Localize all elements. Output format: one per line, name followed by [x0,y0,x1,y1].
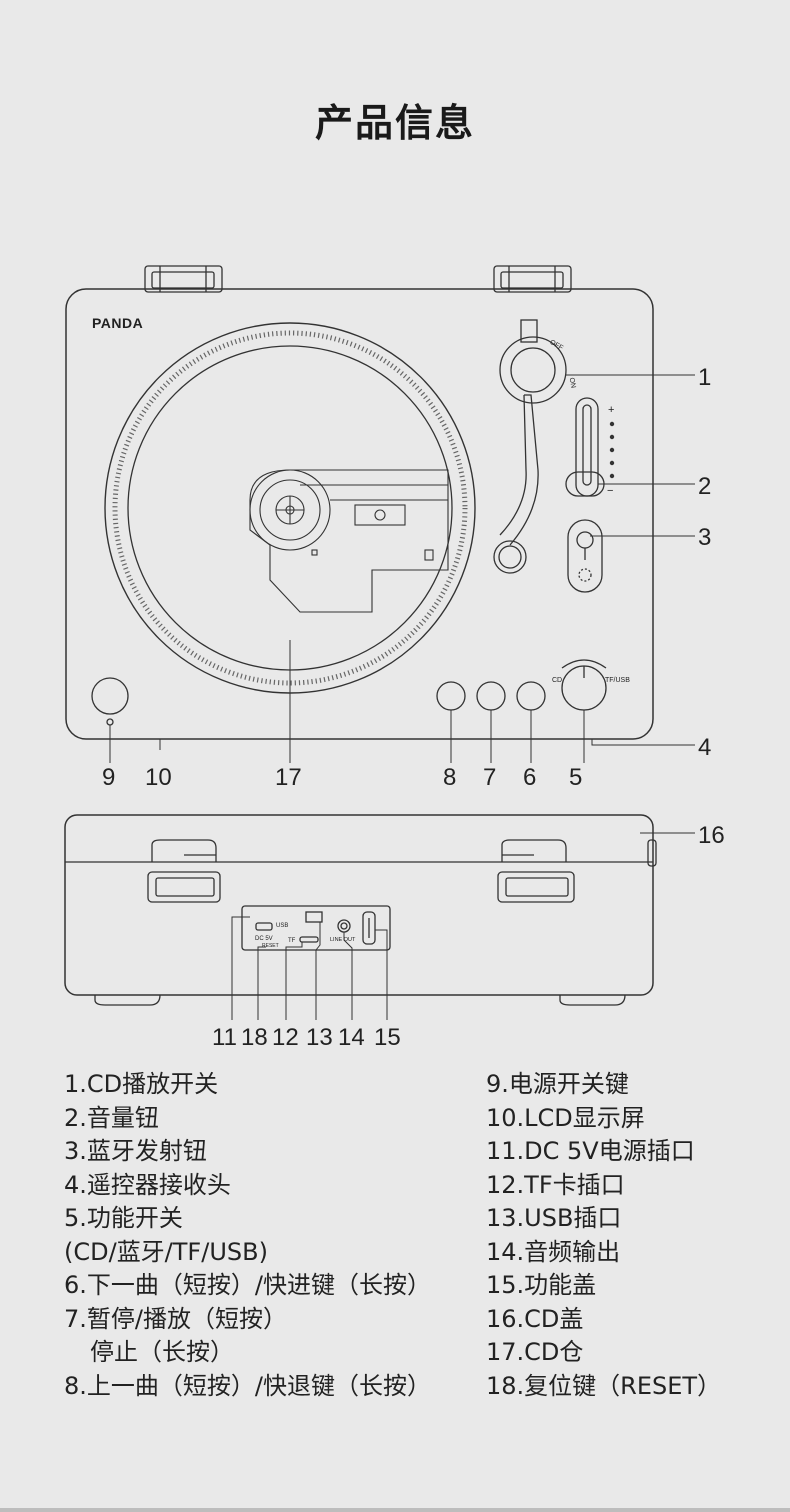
legend-item: 17.CD仓 [486,1338,584,1366]
device-body-side [64,814,654,996]
callout-5: 5 [569,764,582,791]
callout-6: 6 [523,764,536,791]
callout-18: 18 [241,1024,268,1051]
side-hinge-left [147,839,221,903]
callout-3: 3 [698,524,711,551]
callout-2: 2 [698,473,711,500]
mode-cd-label: CD [552,677,562,684]
legend-item: 11.DC 5V电源插口 [486,1137,695,1165]
legend-item: (CD/蓝牙/TF/USB) [64,1237,268,1266]
device-body-top [65,288,654,740]
callout-17: 17 [275,764,302,791]
brand-logo: PANDA [92,315,143,331]
legend-item: 3.蓝牙发射钮 [64,1137,207,1165]
callout-9: 9 [102,764,115,791]
legend-item: 6.下一曲（短按）/快进键（长按） [64,1271,431,1299]
rear-reset-label: RESET [262,943,279,949]
legend-item: 12.TF卡插口 [486,1170,625,1199]
volume-slider [565,397,605,497]
mode-tfusb-label: TF/USB [605,677,630,684]
legend-item: 9.电源开关键 [486,1070,629,1098]
tonearm-on-label: ON [568,377,577,389]
callout-7: 7 [483,764,496,791]
rear-tf-label: TF [288,938,296,944]
hinge-left [144,265,223,293]
legend-item: 13.USB插口 [486,1204,622,1232]
leader-lines [109,374,695,1020]
legend-item: 10.LCD显示屏 [486,1103,645,1132]
mode-knob [561,659,607,711]
rear-usb-label: USB [276,923,288,929]
product-diagram: PANDA OFF ON + − CD TF/USB DC 5V RESET U… [64,265,725,1051]
power-button [91,677,129,715]
legend-item: 4.遥控器接收头 [64,1170,231,1199]
legend-item: 7.暂停/播放（短按） [64,1304,287,1333]
legend-item: 停止（长按） [90,1338,234,1366]
legend-item: 1.CD播放开关 [64,1070,219,1098]
callout-12: 12 [272,1024,299,1051]
callout-10: 10 [145,764,172,791]
page-title: 产品信息 [314,101,475,145]
rear-dc5v-label: DC 5V [255,936,273,942]
legend-right: 9.电源开关键 10.LCD显示屏 11.DC 5V电源插口 12.TF卡插口 … [486,1068,721,1403]
side-hinge-right [497,839,575,903]
callout-16: 16 [698,822,725,849]
callout-11: 11 [212,1024,237,1051]
legend-item: 14.音频输出 [486,1237,621,1266]
legend-left: 1.CD播放开关 2.音量钮 3.蓝牙发射钮 4.遥控器接收头 5.功能开关 (… [64,1068,431,1403]
hinge-right [493,265,572,293]
volume-dots [609,421,615,479]
legend-item: 8.上一曲（短按）/快退键（长按） [64,1371,431,1400]
bluetooth-transmit-button [567,519,603,593]
rear-lineout-label: LINE OUT [330,937,356,943]
tonearm [493,319,567,574]
callout-8: 8 [443,764,456,791]
callout-4: 4 [698,734,711,761]
callout-1: 1 [698,364,711,391]
next-button [516,681,546,711]
callout-14: 14 [338,1024,365,1051]
callout-15: 15 [374,1024,401,1051]
callout-13: 13 [306,1024,333,1051]
volume-plus-label: + [608,404,614,416]
bottom-divider [0,1508,790,1512]
legend-item: 5.功能开关 [64,1204,183,1232]
legend-item: 16.CD盖 [486,1304,584,1333]
legend-item: 15.功能盖 [486,1271,597,1299]
prev-button [436,681,466,711]
cd-mechanism [249,469,449,613]
legend-item: 18.复位键（RESET） [486,1371,722,1400]
play-pause-button [476,681,506,711]
volume-minus-label: − [607,485,613,497]
legend-item: 2.音量钮 [64,1103,159,1132]
tonearm-off-label: OFF [548,339,564,352]
